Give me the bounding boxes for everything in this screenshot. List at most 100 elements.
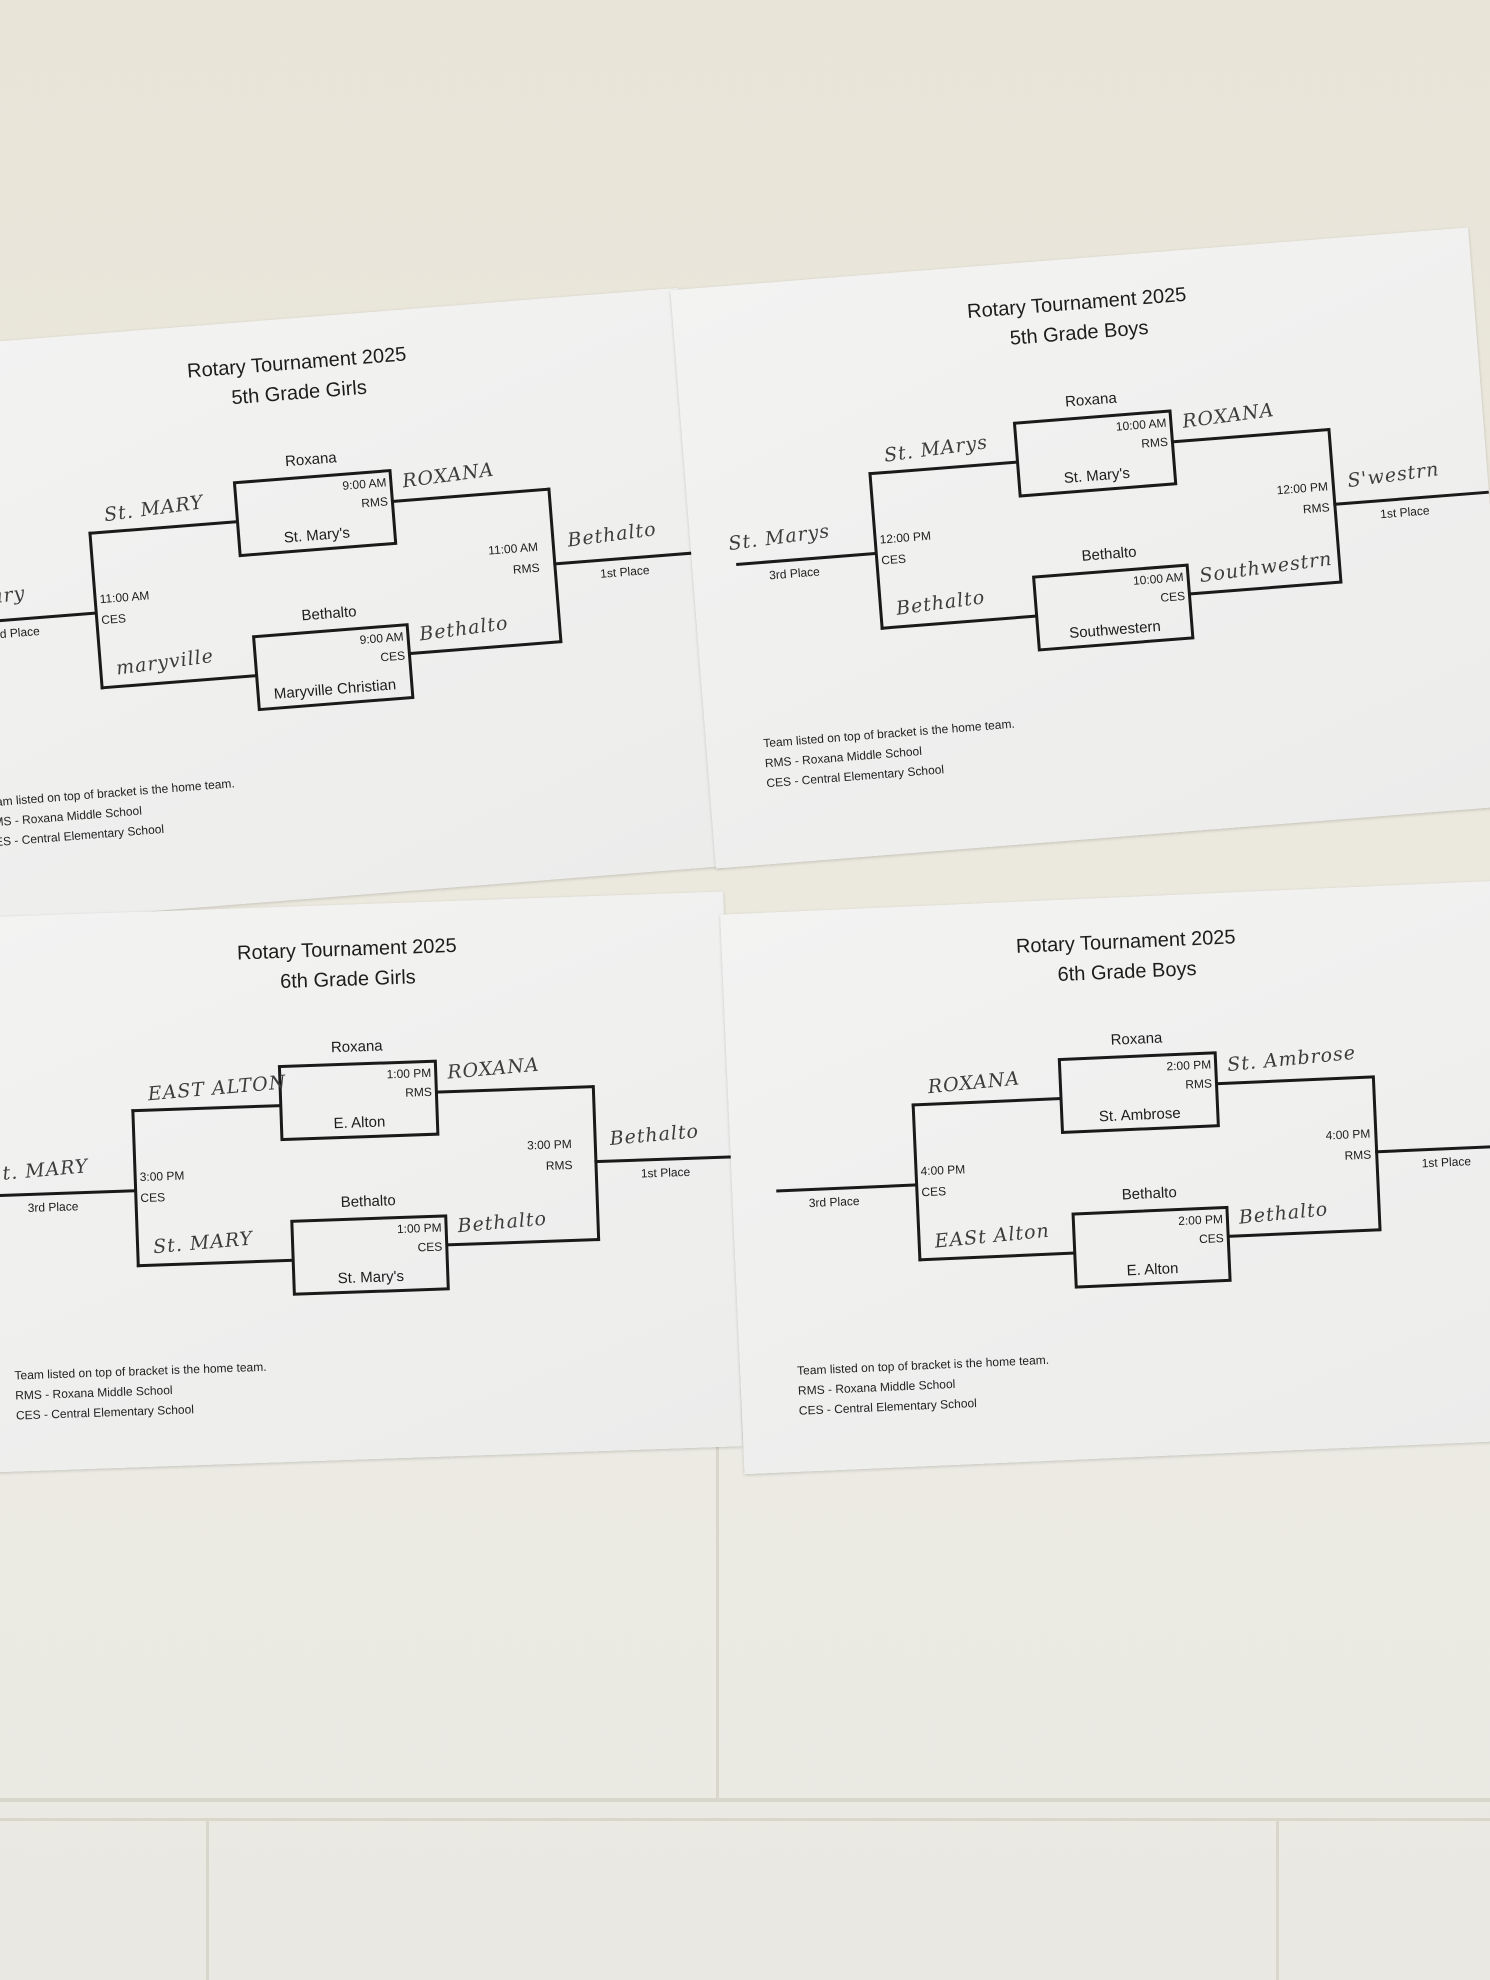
bracket-line (435, 1085, 594, 1094)
footer-note: Team listed on top of bracket is the hom… (762, 716, 1016, 751)
top-game-home-team: Roxana (330, 1037, 383, 1057)
handwritten-bottom-winner: Bethalto (456, 1207, 548, 1238)
bottom-game-time: 10:00 AM (1132, 569, 1185, 588)
top-game-time: 9:00 AM (341, 475, 387, 493)
wall-mortar-line (716, 1440, 719, 1800)
bottom-game-box: 9:00 AM CES Maryville Christian (251, 623, 415, 712)
bottom-game-away-team: Southwestern (1068, 617, 1162, 643)
bracket-line (918, 1251, 1076, 1262)
bottom-game-time: 1:00 PM (396, 1220, 442, 1237)
bottom-game-away-team: St. Mary's (337, 1267, 405, 1288)
bracket-sheet-2: Rotary Tournament 2025 5th Grade Boys Ro… (670, 227, 1490, 869)
final-site: RMS (545, 1157, 573, 1173)
handwritten-semi-top-team: EAST ALTON (146, 1071, 288, 1106)
third-place-line (0, 611, 97, 626)
handwritten-first-place: S'westrn (1346, 458, 1441, 493)
third-place-label: 3rd Place (768, 564, 821, 583)
wall-mortar-line (0, 1798, 1490, 1802)
final-site: RMS (1302, 500, 1331, 517)
footer-ces: CES - Central Elementary School (15, 1402, 195, 1423)
handwritten-semi-top-team: St. MARY (102, 491, 205, 527)
bracket-line (446, 1238, 600, 1247)
first-place-line (594, 1154, 743, 1164)
semi-time: 3:00 PM (139, 1168, 185, 1185)
top-game-site: RMS (1140, 434, 1169, 451)
third-place-line (736, 551, 877, 566)
handwritten-top-winner: ROXANA (446, 1053, 541, 1084)
handwritten-semi-bottom-team: EASt Alton (933, 1219, 1051, 1253)
third-place-line (0, 1189, 137, 1198)
bracket-line (1215, 1075, 1374, 1086)
footer-note: Team listed on top of bracket is the hom… (796, 1352, 1050, 1378)
first-place-label: 1st Place (599, 563, 650, 581)
third-place-label: 3rd Place (27, 1199, 79, 1215)
wall-mortar-line (1276, 1820, 1279, 1980)
handwritten-semi-top-team: St. MArys (882, 431, 990, 467)
bottom-game-away-team: E. Alton (1126, 1260, 1179, 1280)
final-time: 3:00 PM (526, 1136, 573, 1153)
wall-mortar-line (0, 1818, 1490, 1821)
semi-time: 4:00 PM (920, 1162, 966, 1179)
first-place-line (553, 550, 709, 566)
handwritten-third-place: St. Marys (727, 519, 832, 556)
bracket-line (1227, 1228, 1381, 1238)
handwritten-first-place: Bethalto (608, 1120, 700, 1150)
final-time: 4:00 PM (1325, 1126, 1371, 1143)
handwritten-semi-top-team: ROXANA (926, 1067, 1022, 1099)
handwritten-top-winner: St. Ambrose (1226, 1041, 1357, 1077)
bracket-sheet-3: Rotary Tournament 2025 6th Grade Girls R… (0, 891, 743, 1474)
third-place-label: 3rd Place (808, 1193, 860, 1211)
bottom-game-home-team: Bethalto (340, 1192, 396, 1212)
top-game-site: RMS (1185, 1076, 1213, 1092)
semi-site: CES (880, 551, 907, 568)
bottom-game-site: CES (1159, 588, 1186, 605)
top-game-away-team: St. Mary's (1063, 464, 1131, 487)
top-game-away-team: E. Alton (333, 1113, 386, 1133)
handwritten-bottom-winner: Bethalto (418, 612, 510, 646)
handwritten-third-place: t, Mary (0, 582, 27, 614)
bracket-sheet-4: Rotary Tournament 2025 6th Grade Boys Ro… (720, 879, 1490, 1475)
handwritten-top-winner: ROXANA (401, 458, 496, 493)
bottom-game-box: 10:00 AM CES Southwestern (1031, 563, 1195, 652)
wall-mortar-line (206, 1820, 209, 1980)
footer-rms: RMS - Roxana Middle School (14, 1383, 173, 1403)
bracket-line (911, 1097, 1062, 1107)
bracket-sheet-1: Rotary Tournament 2025 5th Grade Girls R… (0, 287, 724, 929)
sheet-subtitle: 6th Grade Girls (279, 966, 417, 994)
top-game-site: RMS (404, 1084, 433, 1100)
bottom-game-site: CES (1198, 1231, 1225, 1247)
handwritten-top-winner: ROXANA (1181, 398, 1276, 433)
bottom-game-site: CES (379, 648, 406, 665)
semi-site: CES (921, 1184, 947, 1200)
final-time: 11:00 AM (487, 539, 539, 558)
footer-ces: CES - Central Elementary School (798, 1395, 978, 1418)
final-time: 12:00 PM (1276, 479, 1329, 498)
first-place-label: 1st Place (640, 1164, 691, 1181)
bottom-game-away-team: Maryville Christian (273, 676, 397, 703)
semi-time: 12:00 PM (879, 528, 932, 547)
top-game-away-team: St. Ambrose (1098, 1104, 1181, 1126)
semi-time: 11:00 AM (99, 588, 150, 607)
semi-site: CES (140, 1190, 166, 1206)
bracket-line (136, 1258, 294, 1268)
bottom-game-home-team: Bethalto (1121, 1184, 1178, 1204)
bottom-game-box: 2:00 PM CES E. Alton (1071, 1205, 1232, 1289)
handwritten-first-place: Bethalto (566, 518, 658, 552)
top-game-time: 2:00 PM (1166, 1057, 1212, 1074)
bottom-game-time: 9:00 AM (359, 629, 405, 647)
handwritten-bottom-winner: Southwestrn (1198, 547, 1334, 588)
final-site: RMS (512, 560, 541, 577)
top-game-home-team: Roxana (1110, 1029, 1163, 1049)
top-game-box: 1:00 PM RMS E. Alton (277, 1059, 440, 1142)
handwritten-third-place: St. MARY (0, 1155, 90, 1186)
top-game-box: 10:00 AM RMS St. Mary's (1012, 409, 1178, 498)
handwritten-semi-bottom-team: St. MARY (152, 1227, 254, 1259)
bottom-game-time: 2:00 PM (1177, 1212, 1224, 1229)
handwritten-semi-bottom-team: maryville (114, 644, 216, 680)
first-place-label: 1st Place (1421, 1154, 1472, 1171)
third-place-line (776, 1183, 918, 1193)
footer-note: Team listed on top of bracket is the hom… (14, 1359, 267, 1383)
bottom-game-box: 1:00 PM CES St. Mary's (290, 1214, 450, 1296)
handwritten-semi-bottom-team: Bethalto (894, 586, 987, 620)
top-game-box: 2:00 PM RMS St. Ambrose (1057, 1051, 1220, 1135)
